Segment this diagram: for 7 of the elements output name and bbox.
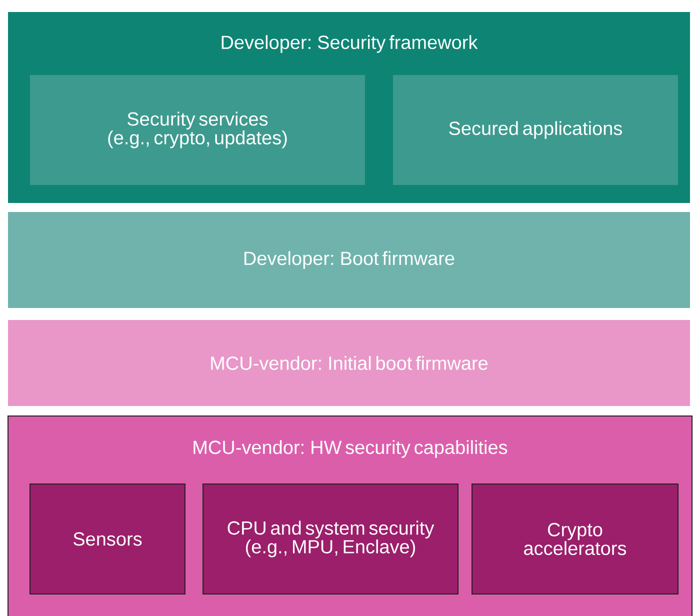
layer-band: Developer: Boot firmware (8, 212, 690, 308)
hardware-box: CPU and system security (e.g., MPU, Enclave) (202, 484, 458, 594)
hardware-box: Crypto accelerators (472, 484, 678, 594)
service-box: Secured applications (393, 75, 678, 185)
layer-band: MCU-vendor: Initial boot firmware (8, 320, 690, 406)
hardware-box: Sensors (30, 484, 186, 594)
service-box: Security services (e.g., crypto, updates) (30, 75, 365, 185)
